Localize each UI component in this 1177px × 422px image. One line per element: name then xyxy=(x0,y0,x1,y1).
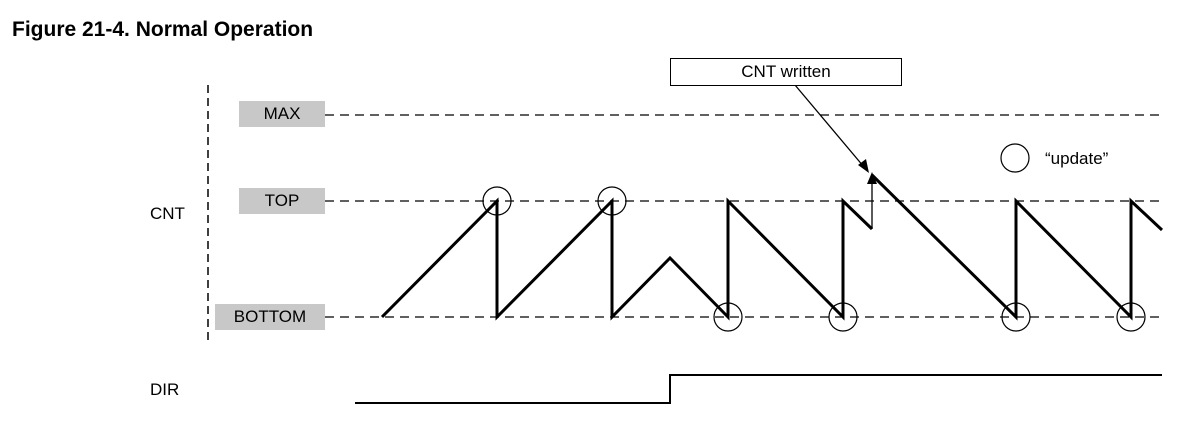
bottom-level-label: BOTTOM xyxy=(215,304,325,330)
callout-pointer-arrowhead xyxy=(858,159,869,173)
dir-waveform xyxy=(355,374,1162,404)
top-level-label: TOP xyxy=(239,188,325,214)
legend-update-circle xyxy=(1000,143,1030,173)
update-marker xyxy=(1116,302,1146,332)
dir-signal-label: DIR xyxy=(150,380,180,399)
cnt-write-jump-arrowhead xyxy=(867,172,877,184)
update-marker xyxy=(482,186,512,216)
cnt-written-callout: CNT written xyxy=(670,58,902,86)
legend-update-label: “update” xyxy=(1045,149,1109,168)
cnt-signal-label: CNT xyxy=(150,204,185,223)
update-marker xyxy=(597,186,627,216)
update-marker xyxy=(828,302,858,332)
update-marker xyxy=(713,302,743,332)
figure-title: Figure 21-4. Normal Operation xyxy=(12,18,314,41)
cnt-waveform-after-write xyxy=(870,173,1164,321)
callout-pointer xyxy=(794,84,865,168)
cnt-waveform xyxy=(380,197,874,321)
update-marker xyxy=(1001,302,1031,332)
max-level-label: MAX xyxy=(239,101,325,127)
